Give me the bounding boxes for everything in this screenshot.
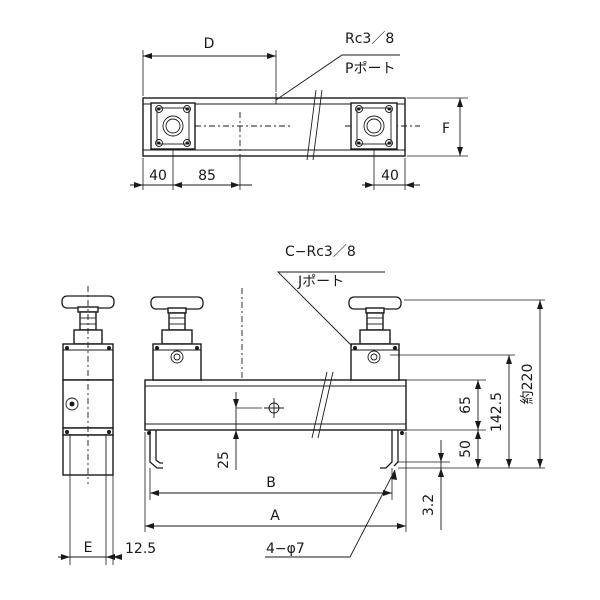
p-port-size-label: Rc3／8 <box>345 31 394 47</box>
j-port-size-label: C−Rc3／8 <box>285 244 356 260</box>
side-view: E 12.5 <box>58 286 156 565</box>
right-valve <box>348 296 402 381</box>
dim-e-label: E <box>84 540 93 556</box>
dim-f-label: F <box>442 121 450 137</box>
left-valve <box>150 296 204 381</box>
dim-25-label: 25 <box>216 451 232 469</box>
dim-40-right-label: 40 <box>381 168 399 184</box>
right-valve-flange <box>350 102 398 150</box>
holes-label: 4−φ7 <box>266 541 305 557</box>
j-port-name-label: Jポート <box>297 274 344 290</box>
dim-12-5-label: 12.5 <box>125 541 156 557</box>
left-valve-flange <box>150 102 196 150</box>
top-view: D Rc3／8 Pポート F 40 85 40 <box>130 31 468 190</box>
dim-d-label: D <box>204 36 215 52</box>
j-port-symbol <box>264 398 284 418</box>
dim-65-label: 65 <box>458 396 474 414</box>
front-view: 25 65 50 142.5 約220 3.2 <box>144 244 545 558</box>
p-port-name-label: Pポート <box>345 61 395 77</box>
dim-b-label: B <box>266 475 276 491</box>
dim-220-label: 約220 <box>520 364 536 405</box>
dim-3-2-label: 3.2 <box>421 494 437 516</box>
left-bracket <box>147 430 163 469</box>
dim-142-5-label: 142.5 <box>489 392 505 432</box>
dim-a-label: A <box>270 508 280 524</box>
dim-85-label: 85 <box>198 168 216 184</box>
dim-50-label: 50 <box>458 440 474 458</box>
dim-40-left-label: 40 <box>149 168 167 184</box>
